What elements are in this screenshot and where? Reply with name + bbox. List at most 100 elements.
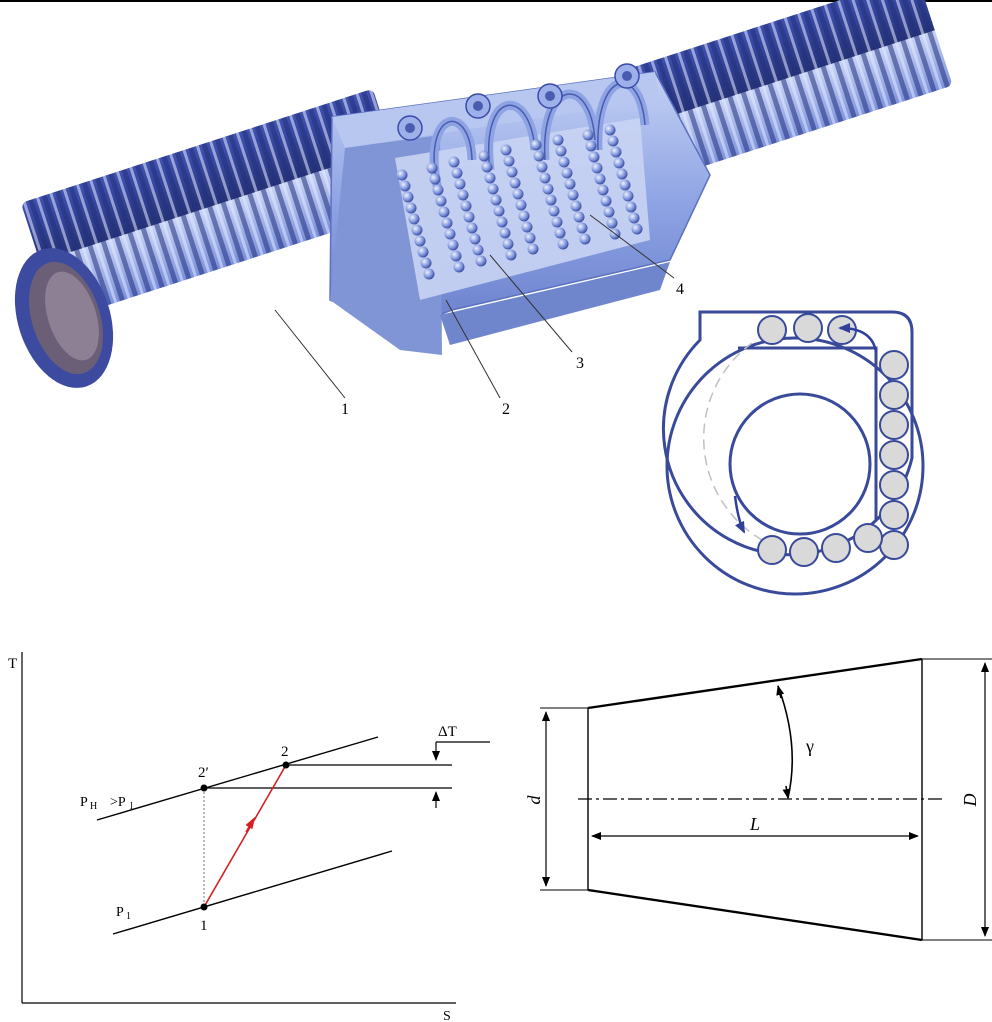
ball	[604, 207, 615, 218]
gamma-label: γ	[805, 736, 814, 756]
inset-ball	[880, 381, 908, 409]
ball	[424, 269, 435, 280]
ball	[442, 218, 453, 229]
ball	[500, 228, 511, 239]
callout-3: 3	[576, 355, 584, 372]
ball	[546, 195, 557, 206]
state-point-2prime	[201, 785, 208, 792]
cone-diagram: d D L γ	[524, 659, 992, 940]
ball	[448, 240, 459, 251]
high-pressure-label: P H >P l	[80, 795, 133, 812]
ball	[433, 185, 444, 196]
ball	[543, 184, 554, 195]
ball	[549, 206, 560, 217]
cone-top-edge	[588, 659, 922, 708]
ball	[574, 212, 585, 223]
ball	[632, 224, 643, 235]
L-label: L	[749, 814, 760, 834]
inset-ball	[880, 501, 908, 529]
ball	[418, 247, 429, 258]
ball	[522, 222, 533, 233]
ball	[488, 184, 499, 195]
ball	[439, 207, 450, 218]
D-label: D	[960, 794, 980, 808]
gamma-arc	[778, 686, 792, 798]
ball	[482, 162, 493, 173]
ball	[607, 218, 618, 229]
ball	[510, 178, 521, 189]
ball	[451, 251, 462, 262]
svg-text:>P: >P	[110, 795, 126, 810]
ball	[608, 136, 619, 147]
inset-ball	[790, 538, 818, 566]
ball	[540, 173, 551, 184]
low-pressure-label: P 1	[116, 905, 131, 922]
point-2prime-label: 2′	[198, 765, 209, 781]
ball	[534, 151, 545, 162]
ball	[403, 192, 414, 203]
ball	[525, 233, 536, 244]
ball	[504, 156, 515, 167]
state-point-2	[283, 762, 290, 769]
ball	[491, 195, 502, 206]
ball	[528, 244, 539, 255]
ball	[445, 229, 456, 240]
ball	[555, 228, 566, 239]
inset-ball	[880, 531, 908, 559]
ball	[580, 234, 591, 245]
ball	[611, 147, 622, 158]
inset-ball	[794, 314, 822, 342]
svg-text:1: 1	[126, 911, 131, 922]
inset-ball	[880, 351, 908, 379]
svg-text:H: H	[90, 801, 97, 812]
ball	[409, 214, 420, 225]
ball	[598, 185, 609, 196]
ball	[537, 162, 548, 173]
ts-diagram: T S ΔT 1 2 2′ P H >P l P 1	[8, 652, 490, 1022]
ball	[626, 202, 637, 213]
ball	[479, 151, 490, 162]
ball	[586, 141, 597, 152]
ball	[455, 179, 466, 190]
ball	[464, 212, 475, 223]
ball	[595, 174, 606, 185]
ball	[565, 179, 576, 190]
ball	[397, 170, 408, 181]
inset-ball	[758, 536, 786, 564]
ball	[531, 140, 542, 151]
inset-ball	[758, 316, 786, 344]
ball	[454, 262, 465, 273]
ball	[589, 152, 600, 163]
ball	[614, 158, 625, 169]
ball	[617, 169, 628, 180]
inset-ball	[822, 534, 850, 562]
callout-1: 1	[341, 401, 349, 418]
ball	[562, 168, 573, 179]
inset-ball	[880, 441, 908, 469]
ball	[497, 217, 508, 228]
ball	[553, 135, 564, 146]
ball	[476, 256, 487, 267]
ball	[513, 189, 524, 200]
ball	[430, 174, 441, 185]
gamma-arrow-bottom	[786, 786, 788, 798]
svg-text:P: P	[116, 905, 124, 920]
ball	[623, 191, 634, 202]
ball	[601, 196, 612, 207]
inset-ball	[880, 471, 908, 499]
inset-ball	[880, 411, 908, 439]
ball	[461, 201, 472, 212]
ball	[571, 201, 582, 212]
ball	[449, 157, 460, 168]
ball	[592, 163, 603, 174]
ts-axis-y-label: T	[8, 656, 17, 672]
isobar-low	[113, 851, 392, 934]
ball	[556, 146, 567, 157]
ball	[467, 223, 478, 234]
ball	[473, 245, 484, 256]
callout-2: 2	[502, 401, 510, 418]
svg-text:P: P	[80, 795, 88, 810]
ball	[427, 163, 438, 174]
ts-axis-x-label: S	[443, 1009, 451, 1022]
ball	[485, 173, 496, 184]
